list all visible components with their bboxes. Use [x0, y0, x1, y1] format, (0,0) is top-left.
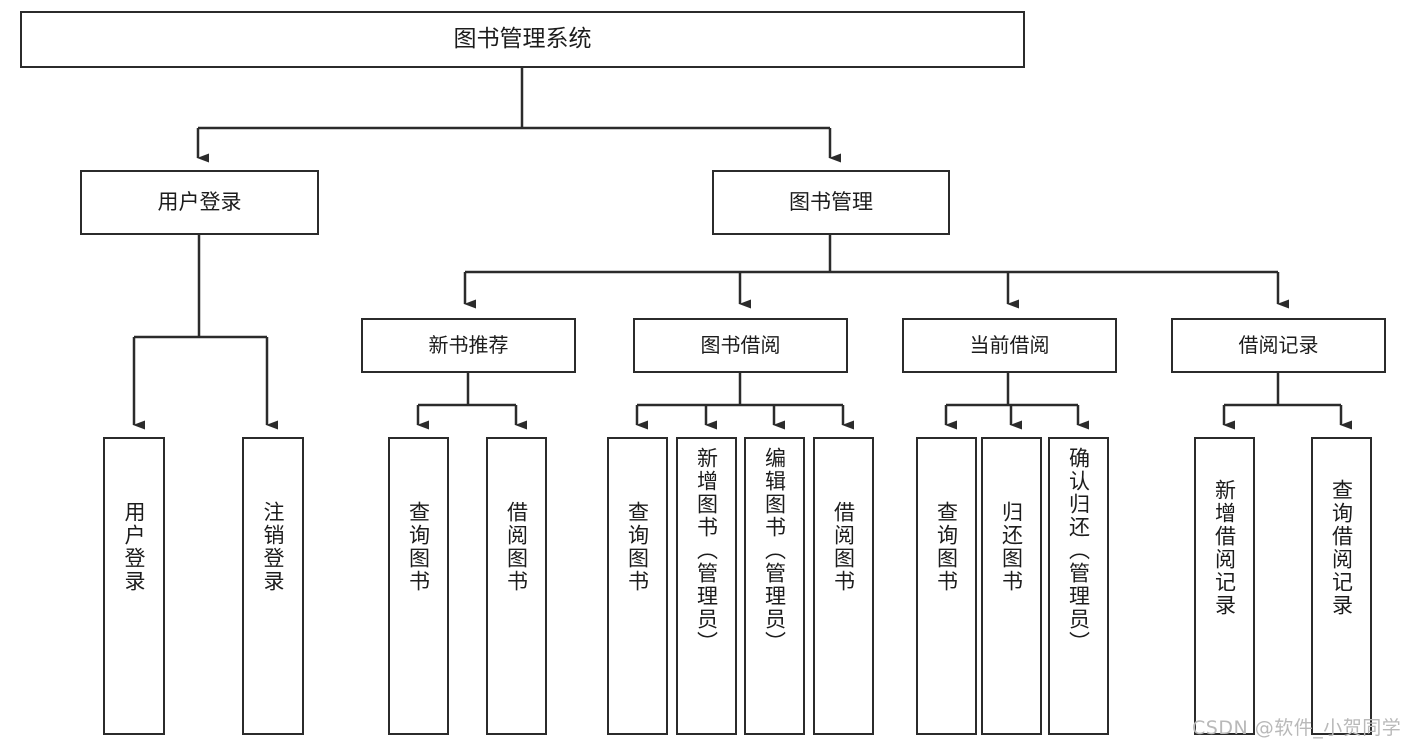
node-leaf-query-record-label: 查询借阅记录	[1329, 479, 1354, 617]
node-leaf-confirm-return-label: 确认归还（管理员）	[1066, 447, 1091, 654]
watermark-text: CSDN @软件_小贺同学	[1192, 717, 1402, 739]
node-book-borrow-label: 图书借阅	[700, 333, 781, 357]
node-borrow-record-label: 借阅记录	[1238, 333, 1319, 357]
node-leaf-query-book-2-label: 查询图书	[625, 501, 650, 593]
node-leaf-borrow-book-1[interactable]: 借阅图书	[486, 437, 547, 735]
node-leaf-user-login-label: 用户登录	[122, 501, 147, 593]
node-book-manage[interactable]: 图书管理	[712, 170, 950, 235]
node-book-borrow[interactable]: 图书借阅	[633, 318, 848, 373]
node-leaf-query-book-1[interactable]: 查询图书	[388, 437, 449, 735]
node-leaf-query-book-3[interactable]: 查询图书	[916, 437, 977, 735]
node-leaf-user-logout[interactable]: 注销登录	[242, 437, 304, 735]
node-leaf-query-book-1-label: 查询图书	[406, 501, 431, 593]
node-leaf-add-book-label: 新增图书（管理员）	[694, 447, 719, 654]
node-book-manage-label: 图书管理	[789, 190, 873, 215]
node-current-borrow[interactable]: 当前借阅	[902, 318, 1117, 373]
node-user-login-label: 用户登录	[157, 190, 242, 215]
node-leaf-add-book[interactable]: 新增图书（管理员）	[676, 437, 737, 735]
node-leaf-borrow-book-2-label: 借阅图书	[831, 501, 856, 593]
node-leaf-edit-book[interactable]: 编辑图书（管理员）	[744, 437, 805, 735]
node-leaf-query-book-3-label: 查询图书	[934, 501, 959, 593]
node-leaf-user-login[interactable]: 用户登录	[103, 437, 165, 735]
node-leaf-confirm-return[interactable]: 确认归还（管理员）	[1048, 437, 1109, 735]
node-root-label: 图书管理系统	[453, 26, 592, 53]
node-leaf-add-record[interactable]: 新增借阅记录	[1194, 437, 1255, 735]
node-root[interactable]: 图书管理系统	[20, 11, 1025, 68]
node-new-book-rec[interactable]: 新书推荐	[361, 318, 576, 373]
node-leaf-query-book-2[interactable]: 查询图书	[607, 437, 668, 735]
node-leaf-add-record-label: 新增借阅记录	[1212, 479, 1237, 617]
node-new-book-rec-label: 新书推荐	[428, 333, 509, 357]
node-leaf-borrow-book-2[interactable]: 借阅图书	[813, 437, 874, 735]
node-leaf-borrow-book-1-label: 借阅图书	[504, 501, 529, 593]
node-user-login[interactable]: 用户登录	[80, 170, 319, 235]
node-leaf-user-logout-label: 注销登录	[261, 501, 286, 593]
node-leaf-edit-book-label: 编辑图书（管理员）	[762, 447, 787, 654]
node-leaf-return-book-label: 归还图书	[999, 501, 1024, 593]
node-leaf-query-record[interactable]: 查询借阅记录	[1311, 437, 1372, 735]
node-current-borrow-label: 当前借阅	[969, 333, 1050, 357]
node-borrow-record[interactable]: 借阅记录	[1171, 318, 1386, 373]
node-leaf-return-book[interactable]: 归还图书	[981, 437, 1042, 735]
